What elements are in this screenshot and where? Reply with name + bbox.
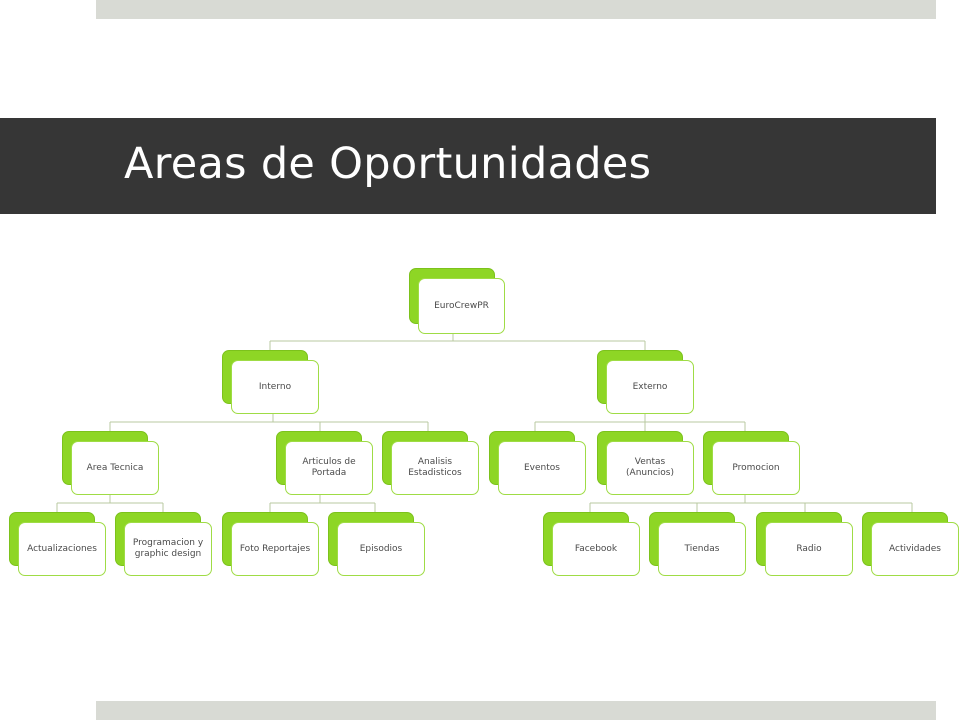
node-label: Analisis Estadisticos — [408, 457, 462, 478]
node-label: Radio — [796, 543, 822, 554]
connector-articulos — [269, 495, 376, 512]
connector-root — [269, 333, 646, 350]
node-label: Actividades — [889, 543, 941, 554]
node-label: Articulos de Portada — [302, 457, 356, 478]
node-label: Area Tecnica — [86, 462, 144, 473]
node-label: Externo — [632, 381, 668, 392]
node-label: Programacion y graphic design — [132, 538, 204, 559]
node-label: Foto Reportajes — [239, 543, 311, 554]
node-label: Tiendas — [684, 543, 720, 554]
node-label: Episodios — [359, 543, 403, 554]
bottom-decor-band — [96, 701, 936, 720]
top-decor-band — [96, 0, 936, 19]
node-label: Ventas (Anuncios) — [626, 457, 674, 478]
node-label: EuroCrewPR — [434, 300, 489, 311]
node-label: Promocion — [732, 462, 780, 473]
connector-interno — [109, 414, 429, 431]
node-label: Interno — [258, 381, 292, 392]
node-label: Eventos — [524, 462, 560, 473]
slide-title: Areas de Oportunidades — [124, 139, 652, 189]
title-bar — [0, 118, 936, 214]
connector-area-tecnica — [56, 495, 164, 512]
node-label: Facebook — [574, 543, 618, 554]
node-label: Actualizaciones — [27, 543, 97, 554]
connector-promocion — [589, 495, 913, 512]
connector-externo — [534, 414, 746, 431]
